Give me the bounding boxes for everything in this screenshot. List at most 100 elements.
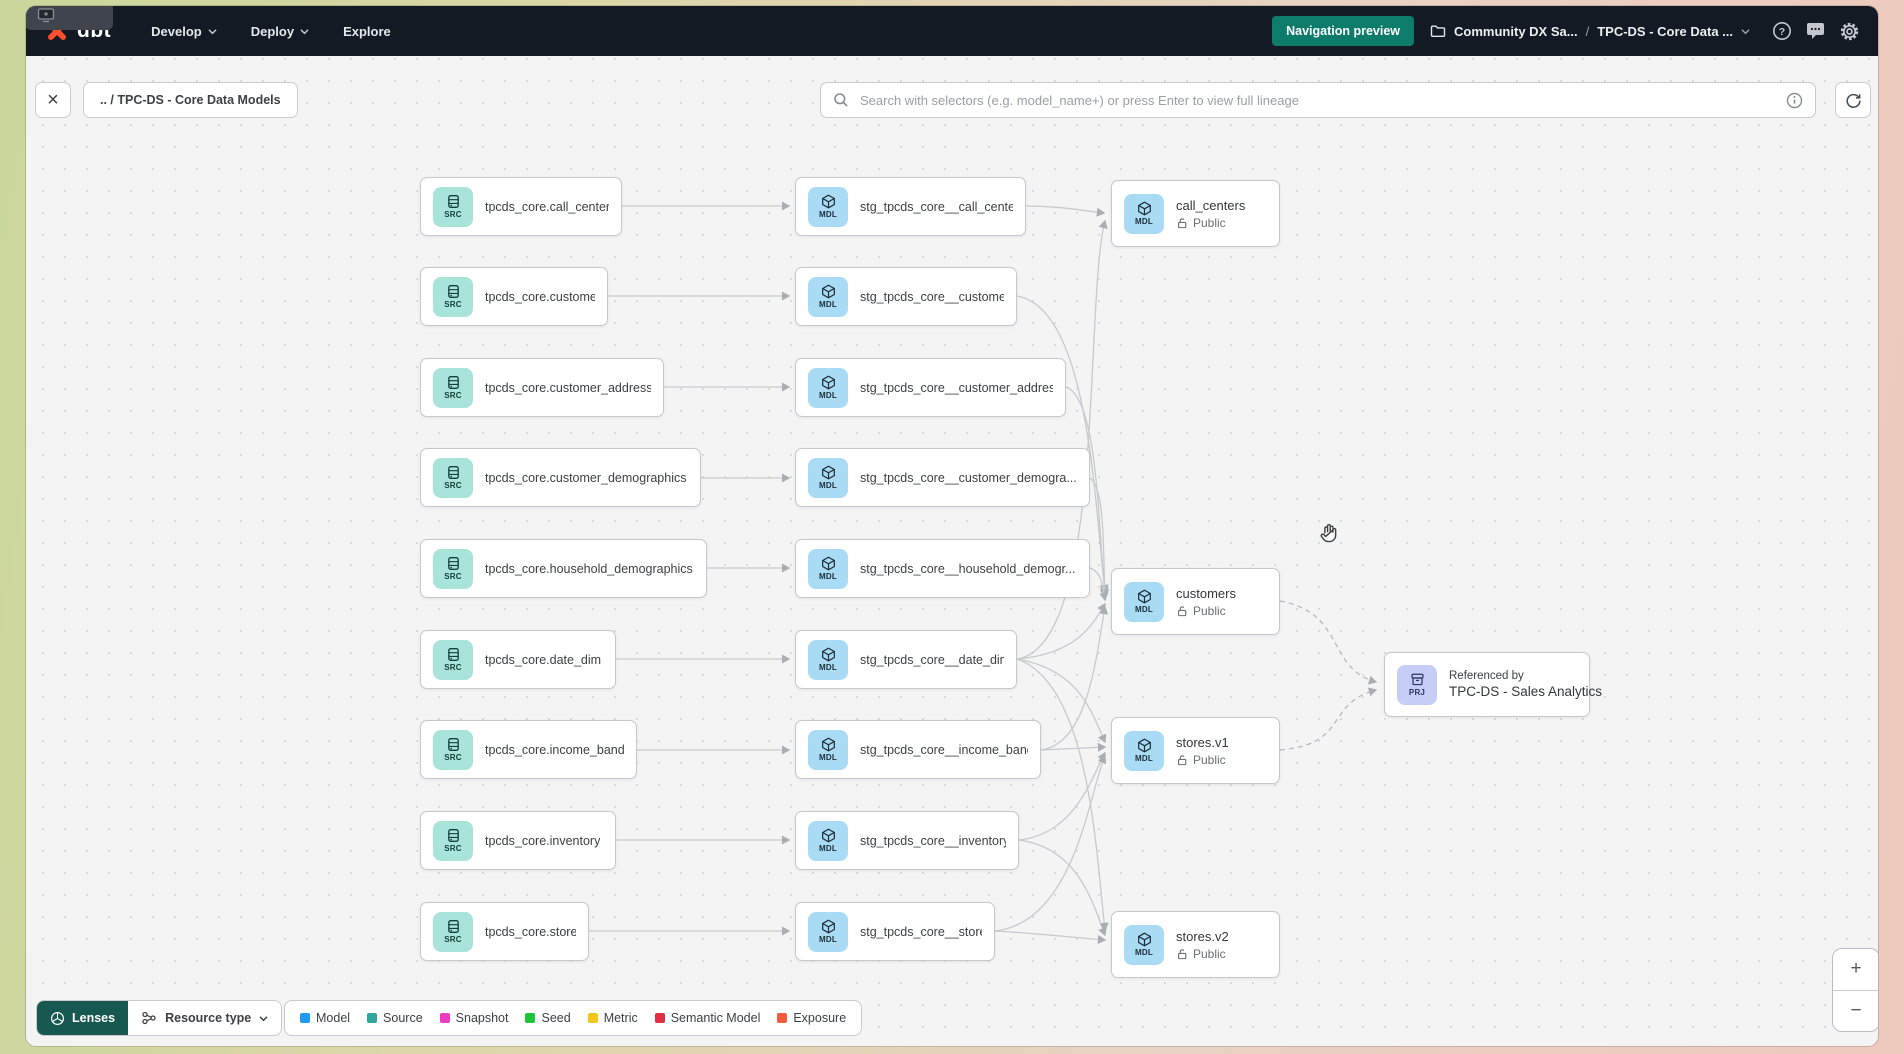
model-node[interactable]: MDL stg_tpcds_core__store — [795, 902, 995, 961]
legend-item: Source — [367, 1011, 423, 1025]
navigation-preview-button[interactable]: Navigation preview — [1272, 16, 1415, 46]
model-tile: MDL — [808, 457, 848, 498]
close-lineage-button[interactable]: × — [35, 82, 71, 118]
chevron-down-icon — [208, 28, 217, 34]
menu-explore[interactable]: Explore — [343, 23, 391, 39]
navbar-right: Navigation preview Community DX Sa... / … — [1272, 16, 1860, 46]
source-tile: SRC — [433, 911, 473, 952]
navbar-icons: ? — [1772, 21, 1860, 42]
node-title: call_centers — [1176, 197, 1246, 213]
feedback-icon[interactable] — [1805, 21, 1826, 41]
legend-item: Exposure — [777, 1011, 846, 1025]
source-tile: SRC — [433, 639, 473, 680]
app-window: dbt Develop Deploy Explore Navigation pr… — [26, 6, 1878, 1046]
source-node[interactable]: SRC tpcds_core.store — [420, 902, 589, 961]
source-tile: SRC — [433, 548, 473, 589]
model-node[interactable]: MDL stg_tpcds_core__date_dim — [795, 630, 1017, 689]
node-title: customers — [1176, 585, 1236, 601]
lineage-breadcrumb-chip[interactable]: .. / TPC-DS - Core Data Models — [83, 82, 298, 118]
cube-icon — [821, 284, 835, 299]
source-node[interactable]: SRC tpcds_core.income_band — [420, 720, 637, 779]
node-title: stores.v1 — [1176, 734, 1229, 750]
database-icon — [447, 557, 459, 570]
breadcrumb-project[interactable]: Community DX Sa... — [1454, 23, 1578, 39]
model-node[interactable]: MDL stg_tpcds_core__customer_demogra... — [795, 448, 1090, 507]
legend-swatch — [367, 1013, 378, 1023]
model-tile: MDL — [1124, 924, 1164, 965]
source-node[interactable]: SRC tpcds_core.customer_demographics — [420, 448, 701, 507]
public-model-node[interactable]: MDL stores.v2 Public — [1111, 911, 1280, 978]
reference-caption: Referenced by — [1449, 670, 1524, 682]
model-node[interactable]: MDL stg_tpcds_core__income_band — [795, 720, 1041, 779]
chevron-down-icon[interactable] — [1741, 27, 1750, 36]
archive-icon — [1410, 673, 1424, 686]
info-icon[interactable] — [1786, 92, 1803, 109]
node-title: stores.v2 — [1176, 928, 1229, 944]
source-node[interactable]: SRC tpcds_core.household_demographics — [420, 539, 707, 598]
breadcrumb-page[interactable]: TPC-DS - Core Data ... — [1597, 23, 1733, 39]
menu-develop[interactable]: Develop — [151, 24, 217, 39]
model-node[interactable]: MDL stg_tpcds_core__customer — [795, 267, 1017, 326]
cube-icon — [821, 556, 835, 571]
project-tile: PRJ — [1397, 664, 1437, 705]
resource-type-dropdown[interactable]: Resource type — [128, 1001, 282, 1035]
zoom-in-button[interactable]: + — [1833, 949, 1878, 991]
public-model-node[interactable]: MDL stores.v1 Public — [1111, 717, 1280, 784]
source-node[interactable]: SRC tpcds_core.date_dim — [420, 630, 616, 689]
model-tile: MDL — [808, 911, 848, 952]
unlock-icon — [1178, 605, 1187, 616]
lineage-canvas[interactable]: × .. / TPC-DS - Core Data Models — [26, 56, 1878, 1046]
database-icon — [447, 466, 459, 479]
lenses-button[interactable]: Lenses — [37, 1001, 129, 1035]
search-input[interactable] — [858, 91, 1786, 109]
source-node[interactable]: SRC tpcds_core.customer_address — [420, 358, 664, 417]
legend-item: Metric — [587, 1011, 638, 1025]
database-icon — [447, 648, 459, 661]
model-tile: MDL — [1124, 730, 1164, 771]
source-node[interactable]: SRC tpcds_core.call_center — [420, 177, 622, 236]
database-icon — [447, 285, 459, 298]
source-tile: SRC — [433, 729, 473, 770]
cube-icon — [821, 919, 835, 934]
public-model-node[interactable]: MDL call_centers Public — [1111, 180, 1280, 247]
model-tile: MDL — [808, 367, 848, 408]
source-node[interactable]: SRC tpcds_core.inventory — [420, 811, 616, 870]
referenced-project-node[interactable]: PRJ Referenced by TPC-DS - Sales Analyti… — [1384, 652, 1602, 717]
database-icon — [447, 738, 459, 751]
model-node[interactable]: MDL stg_tpcds_core__household_demogr... — [795, 539, 1090, 598]
legend-item: Seed — [525, 1011, 571, 1025]
breadcrumb: Community DX Sa... / TPC-DS - Core Data … — [1430, 23, 1750, 39]
lineage-search — [820, 82, 1816, 118]
model-tile: MDL — [808, 729, 848, 770]
source-tile: SRC — [433, 276, 473, 317]
database-icon — [447, 829, 459, 842]
menu-deploy[interactable]: Deploy — [251, 24, 309, 39]
model-node[interactable]: MDL stg_tpcds_core__customer_address — [795, 358, 1066, 417]
lenses-control: Lenses Resource type — [36, 1000, 283, 1036]
model-tile: MDL — [1124, 581, 1164, 622]
legend-swatch — [525, 1013, 536, 1023]
resource-legend: Model Source Snapshot Seed Metric Semant… — [284, 1000, 863, 1036]
settings-gear-icon[interactable] — [1839, 21, 1860, 42]
database-icon — [447, 376, 459, 389]
public-model-node[interactable]: MDL customers Public — [1111, 568, 1280, 635]
legend-swatch — [654, 1013, 665, 1023]
model-node[interactable]: MDL stg_tpcds_core__call_center — [795, 177, 1026, 236]
refresh-icon — [1845, 93, 1861, 108]
main-menu: Develop Deploy Explore — [151, 24, 391, 39]
database-icon — [447, 920, 459, 933]
cube-icon — [1137, 201, 1151, 216]
zoom-controls: + − — [1832, 948, 1878, 1032]
screen-share-indicator — [26, 6, 113, 30]
help-icon[interactable]: ? — [1772, 21, 1792, 41]
close-icon: × — [47, 88, 59, 111]
cube-icon — [1137, 932, 1151, 947]
legend-swatch — [439, 1013, 450, 1023]
model-node[interactable]: MDL stg_tpcds_core__inventory — [795, 811, 1019, 870]
source-node[interactable]: SRC tpcds_core.customer — [420, 267, 608, 326]
breadcrumb-separator: / — [1585, 23, 1590, 39]
cube-icon — [821, 647, 835, 662]
access-badge: Public — [1176, 604, 1236, 618]
refresh-lineage-button[interactable] — [1835, 82, 1871, 118]
zoom-out-button[interactable]: − — [1850, 999, 1862, 1021]
